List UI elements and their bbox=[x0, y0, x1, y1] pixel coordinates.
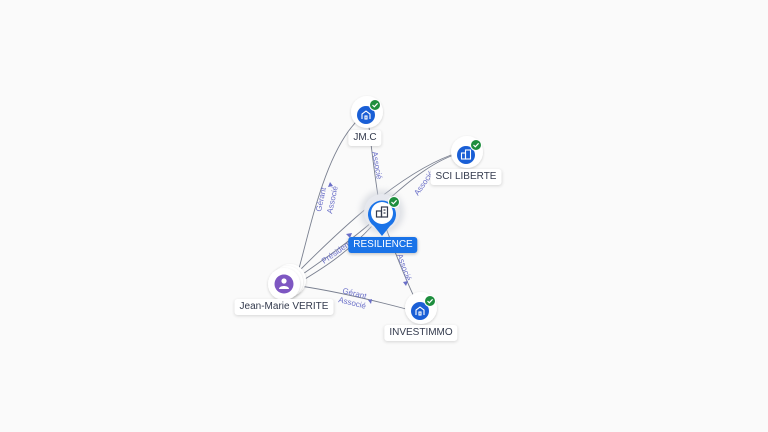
node-label-investimmo[interactable]: INVESTIMMO bbox=[384, 325, 458, 341]
building-icon bbox=[375, 206, 389, 218]
node-label-jmc[interactable]: JM.C bbox=[348, 130, 382, 146]
edge-jean-marie-investimmo[interactable] bbox=[299, 285, 411, 311]
edge-jean-marie-resilience[interactable] bbox=[299, 221, 373, 277]
edge-jean-marie-resilience-2[interactable] bbox=[299, 225, 373, 283]
person-icon bbox=[279, 278, 289, 289]
edge-label: Associé bbox=[370, 151, 384, 181]
check-badge-icon bbox=[369, 99, 381, 111]
building-icon bbox=[460, 149, 472, 160]
arrow-marker bbox=[328, 182, 333, 187]
check-badge-icon bbox=[424, 295, 436, 307]
node-resilience[interactable] bbox=[360, 190, 404, 236]
node-jmc[interactable] bbox=[351, 96, 383, 128]
node-sci-liberte[interactable] bbox=[451, 136, 483, 168]
node-jean-marie-verite[interactable] bbox=[268, 264, 306, 300]
building-icon bbox=[361, 110, 371, 120]
check-badge-icon bbox=[388, 196, 400, 208]
node-label-jean-marie-verite[interactable]: Jean-Marie VERITE bbox=[234, 299, 334, 315]
edge-label: Associé bbox=[395, 253, 413, 283]
node-investimmo[interactable] bbox=[405, 292, 437, 324]
node-label-sci-liberte[interactable]: SCI LIBERTE bbox=[430, 169, 502, 185]
arrow-marker bbox=[368, 299, 372, 304]
check-badge-icon bbox=[470, 139, 482, 151]
node-label-resilience[interactable]: RESILIENCE bbox=[348, 237, 418, 253]
arrow-marker bbox=[403, 281, 408, 286]
arrow-marker bbox=[346, 233, 352, 238]
building-icon bbox=[415, 306, 425, 316]
